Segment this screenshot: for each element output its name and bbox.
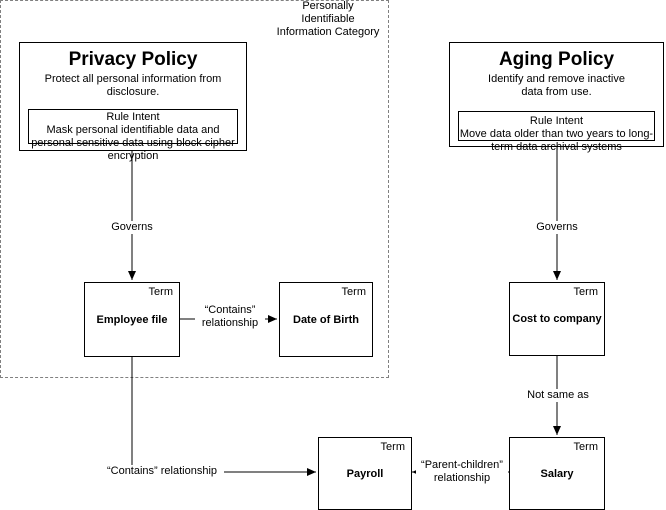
contains-label-line-2: relationship: [201, 317, 259, 329]
pii-label-line-3: Information Category: [276, 26, 380, 38]
aging-desc-line-2: data from use.: [521, 86, 592, 98]
pii-category-label: Personally Identifiable Information Cate…: [268, 0, 388, 39]
pii-category-region: [0, 0, 389, 378]
aging-intent-line-1: Move data older than two years to long-: [459, 128, 654, 140]
not-same-as-label: Not same as: [520, 389, 596, 402]
term-tag: Term: [573, 441, 598, 453]
pii-label-line-1: Personally: [302, 0, 354, 12]
aging-policy-description: Identify and remove inactive data from u…: [450, 73, 663, 99]
privacy-intent-line-2: personal sensitive data using block ciph…: [31, 137, 235, 149]
aging-desc-line-1: Identify and remove inactive: [488, 73, 625, 85]
contains-label-line-1: “Contains”: [204, 304, 256, 316]
term-cost-to-company[interactable]: Term Cost to company: [509, 282, 605, 356]
aging-intent-title: Rule Intent: [529, 115, 584, 127]
term-name: Payroll: [346, 467, 384, 480]
employee-payroll-connector: [131, 357, 316, 476]
term-tag: Term: [573, 286, 598, 298]
privacy-desc-line-1: Protect all personal information from: [44, 73, 222, 85]
parent-children-line-2: relationship: [433, 472, 491, 484]
contains-label-employee-dob: “Contains” relationship: [195, 304, 265, 330]
privacy-rule-intent-box: Rule Intent Mask personal identifiable d…: [28, 109, 238, 162]
term-name: Date of Birth: [293, 313, 359, 326]
term-date-of-birth[interactable]: Term Date of Birth: [279, 282, 373, 357]
privacy-policy-box[interactable]: Privacy Policy Protect all personal info…: [19, 42, 247, 162]
privacy-intent-title: Rule Intent: [106, 111, 160, 123]
privacy-intent-line-3: encryption: [107, 150, 159, 162]
governs-label-right: Governs: [528, 221, 586, 234]
governs-label-left: Governs: [103, 221, 161, 234]
term-name: Salary: [540, 467, 574, 480]
term-salary[interactable]: Term Salary: [509, 437, 605, 510]
term-name: Employee file: [96, 313, 168, 326]
term-name: Cost to company: [512, 313, 602, 325]
privacy-policy-description: Protect all personal information from di…: [20, 73, 246, 99]
aging-policy-box[interactable]: Aging Policy Identify and remove inactiv…: [449, 42, 664, 153]
privacy-intent-line-1: Mask personal identifiable data and: [46, 124, 220, 136]
aging-policy-title: Aging Policy: [498, 49, 615, 70]
term-tag: Term: [380, 441, 405, 453]
pii-label-line-2: Identifiable: [301, 13, 355, 25]
term-payroll[interactable]: Term Payroll: [318, 437, 412, 510]
term-tag: Term: [148, 286, 173, 298]
privacy-desc-line-2: disclosure.: [106, 86, 160, 98]
aging-rule-intent-box: Rule Intent Move data older than two yea…: [458, 111, 655, 153]
term-employee-file[interactable]: Term Employee file: [84, 282, 180, 357]
privacy-policy-title: Privacy Policy: [68, 49, 198, 70]
parent-children-line-1: “Parent-children”: [421, 459, 503, 471]
term-tag: Term: [341, 286, 366, 298]
parent-children-label: “Parent-children” relationship: [416, 459, 508, 485]
aging-intent-line-2: term data archival systems: [491, 141, 622, 153]
contains-label-employee-payroll: “Contains” relationship: [100, 465, 224, 478]
